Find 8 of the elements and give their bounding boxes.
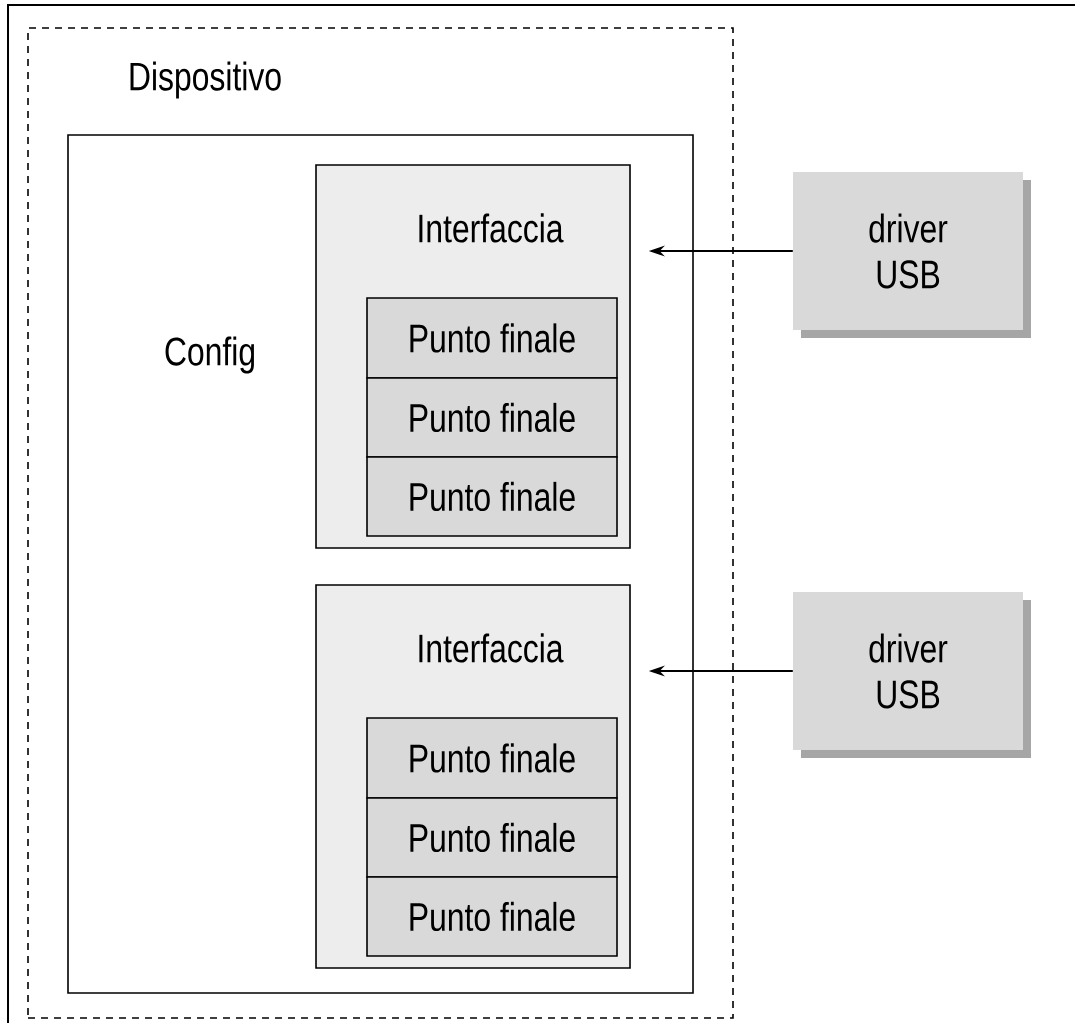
- driver-box: driver USB: [793, 592, 1031, 758]
- endpoint-box: Punto finale: [366, 377, 618, 458]
- driver-box: driver USB: [793, 172, 1031, 338]
- endpoint-box: Punto finale: [366, 876, 618, 957]
- endpoint-box: Punto finale: [366, 297, 618, 379]
- endpoint-box: Punto finale: [366, 797, 618, 878]
- endpoint-box: Punto finale: [366, 456, 618, 537]
- endpoint-box: Punto finale: [366, 717, 618, 799]
